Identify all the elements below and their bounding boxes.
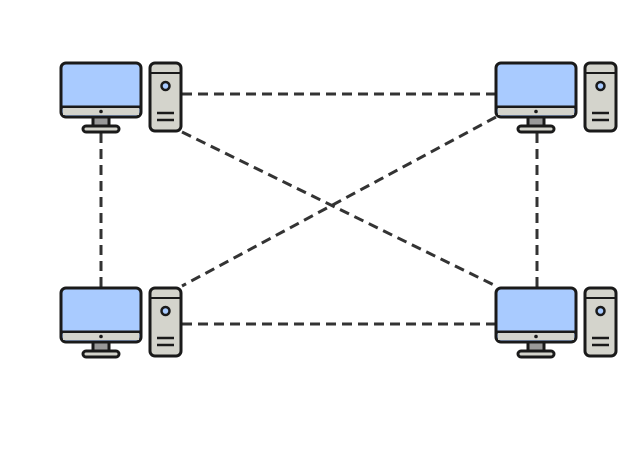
nodes-layer	[59, 61, 618, 359]
links-layer	[99, 92, 539, 326]
node-top-left	[59, 61, 183, 134]
tower-icon	[583, 286, 618, 358]
tower-icon	[583, 61, 618, 133]
node-top-right	[494, 61, 618, 134]
node-bottom-left	[59, 286, 183, 359]
link-node-top-left-to-node-bottom-right	[181, 130, 497, 288]
monitor-icon	[59, 61, 143, 134]
node-bottom-right	[494, 286, 618, 359]
tower-icon	[148, 61, 183, 133]
monitor-icon	[494, 61, 578, 134]
monitor-icon	[494, 286, 578, 359]
monitor-icon	[59, 286, 143, 359]
link-node-top-right-to-node-bottom-left	[181, 115, 497, 288]
tower-icon	[148, 286, 183, 358]
